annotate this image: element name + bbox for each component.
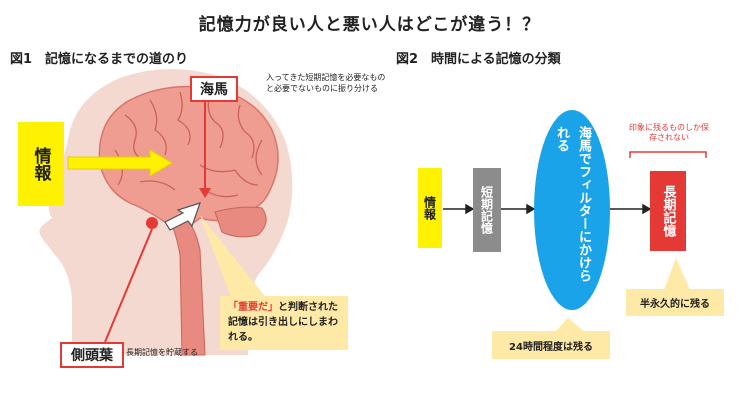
hippocampus-label: 海馬 xyxy=(190,76,238,102)
fig2-info-label: 情報 xyxy=(418,168,442,248)
callout-important-text: 「重要だ」 xyxy=(228,302,278,313)
callout-pointer xyxy=(200,215,268,300)
callout-permanent: 半永久的に残る xyxy=(626,289,724,316)
page-title: 記憶力が良い人と悪い人はどこが違う！？ xyxy=(198,15,541,35)
callout-24h: 24時間程度は残る xyxy=(492,331,610,359)
long-term-memory-box: 長期記憶 xyxy=(650,171,686,251)
temporal-lobe-label: 側頭葉 xyxy=(60,342,124,368)
fig2-title: 図2 時間による記憶の分類 xyxy=(396,52,561,67)
fig1-title: 図1 記憶になるまでの道のり xyxy=(10,52,189,67)
fig1-info-label: 情報 xyxy=(18,122,64,206)
brain xyxy=(98,85,279,227)
bracket-note: 印象に残るものしか保存されない xyxy=(629,123,709,142)
temporal-lobe-dot xyxy=(146,217,158,229)
filter-label: 海馬でフィルターにかけられる xyxy=(554,126,591,282)
long-term-bracket xyxy=(629,151,707,158)
callout-rest-text: と判断された記憶は引き出しにしまわれる。 xyxy=(228,302,338,343)
cerebellum xyxy=(214,206,267,238)
hippocampus-note: 入ってきた短期記憶を必要なものと必要でないものに振り分ける xyxy=(266,73,386,93)
hippocampus-filter-ellipse xyxy=(534,110,610,310)
storage-callout: 「重要だ」と判断された記憶は引き出しにしまわれる。 xyxy=(220,296,348,350)
temporal-lobe-note: 長期記憶を貯蔵する xyxy=(126,348,198,357)
storage-arrow xyxy=(164,202,201,231)
temporal-lobe-line xyxy=(104,228,153,343)
short-term-memory-box: 短期記憶 xyxy=(473,168,501,252)
brain-folds xyxy=(114,91,263,198)
info-arrow xyxy=(67,149,173,177)
